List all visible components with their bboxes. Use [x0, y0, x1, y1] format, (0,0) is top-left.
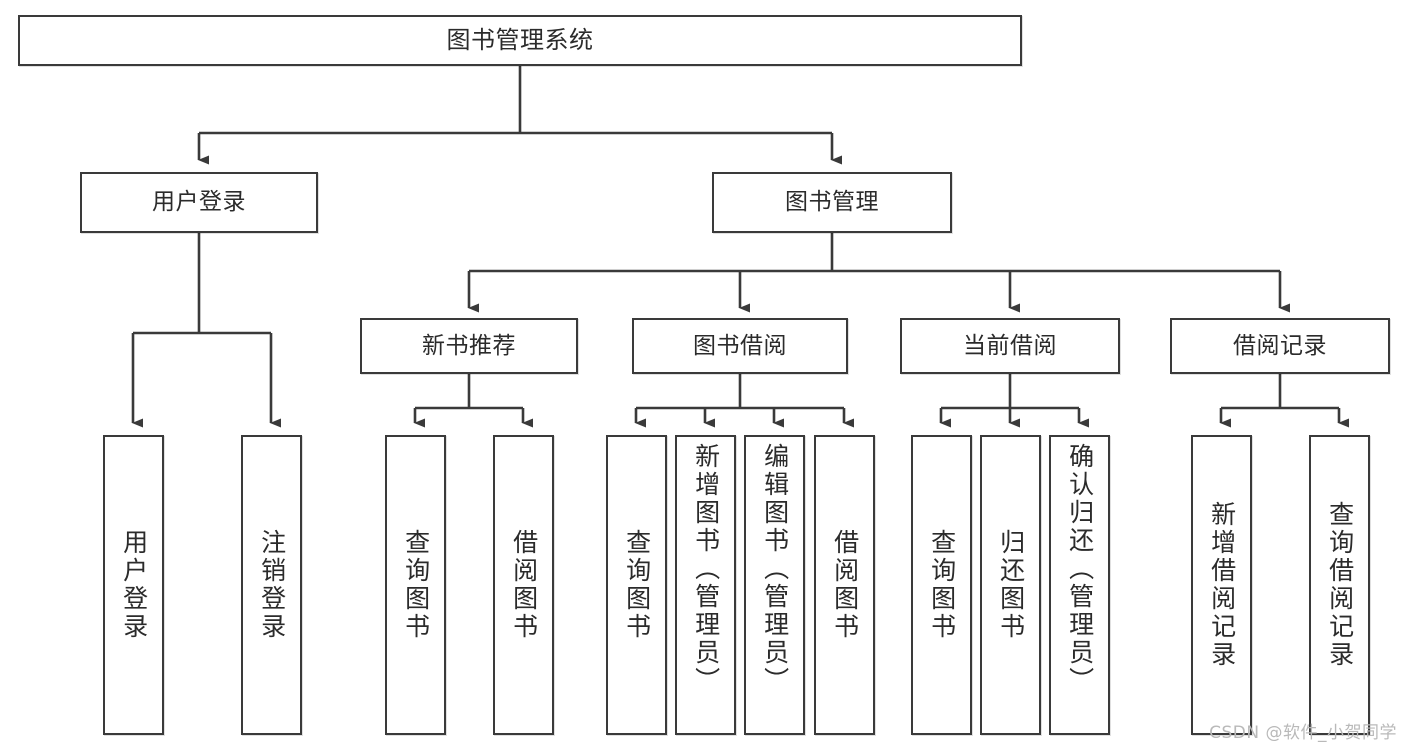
watermark: CSDN @软件_小贺同学 [1209, 723, 1397, 743]
node-label: 新增借阅记录 [1207, 501, 1237, 669]
node-label: 查询图书 [401, 529, 431, 641]
node-borrow-record[interactable]: 借阅记录 [1170, 318, 1390, 374]
node-leaf-confirm-return-admin[interactable]: 确认归还（管理员） [1049, 435, 1110, 735]
node-leaf-user-login[interactable]: 用户登录 [103, 435, 164, 735]
node-leaf-borrow-book[interactable]: 借阅图书 [814, 435, 875, 735]
node-current-borrow[interactable]: 当前借阅 [900, 318, 1120, 374]
node-user-login[interactable]: 用户登录 [80, 172, 318, 233]
node-label: 当前借阅 [963, 332, 1057, 359]
node-label: 借阅记录 [1233, 332, 1327, 359]
node-label: 查询借阅记录 [1325, 501, 1355, 669]
node-leaf-add-book-admin[interactable]: 新增图书（管理员） [675, 435, 736, 735]
node-label: 确认归还（管理员） [1065, 443, 1095, 695]
node-label: 查询图书 [622, 529, 652, 641]
node-root-book-management-system[interactable]: 图书管理系统 [18, 15, 1022, 66]
node-label: 编辑图书（管理员） [760, 443, 790, 695]
node-label: 图书管理系统 [446, 25, 594, 54]
node-leaf-add-borrow-record[interactable]: 新增借阅记录 [1191, 435, 1252, 735]
node-label: 用户登录 [119, 529, 149, 641]
node-leaf-query-book-new[interactable]: 查询图书 [385, 435, 446, 735]
node-label: 图书管理 [785, 189, 879, 216]
node-label: 归还图书 [996, 529, 1026, 641]
node-label: 注销登录 [257, 529, 287, 641]
node-label: 图书借阅 [693, 332, 787, 359]
node-label: 新增图书（管理员） [691, 443, 721, 695]
node-book-borrow[interactable]: 图书借阅 [632, 318, 848, 374]
node-new-book-recommendation[interactable]: 新书推荐 [360, 318, 578, 374]
node-leaf-edit-book-admin[interactable]: 编辑图书（管理员） [744, 435, 805, 735]
node-label: 借阅图书 [830, 529, 860, 641]
node-label: 新书推荐 [422, 332, 516, 359]
node-label: 用户登录 [152, 189, 246, 216]
node-leaf-query-borrow-record[interactable]: 查询借阅记录 [1309, 435, 1370, 735]
node-leaf-borrow-book-new[interactable]: 借阅图书 [493, 435, 554, 735]
node-leaf-return-book[interactable]: 归还图书 [980, 435, 1041, 735]
node-leaf-query-book-current[interactable]: 查询图书 [911, 435, 972, 735]
node-leaf-query-book-borrow[interactable]: 查询图书 [606, 435, 667, 735]
node-book-management[interactable]: 图书管理 [712, 172, 952, 233]
node-leaf-logout[interactable]: 注销登录 [241, 435, 302, 735]
node-label: 查询图书 [927, 529, 957, 641]
node-label: 借阅图书 [509, 529, 539, 641]
